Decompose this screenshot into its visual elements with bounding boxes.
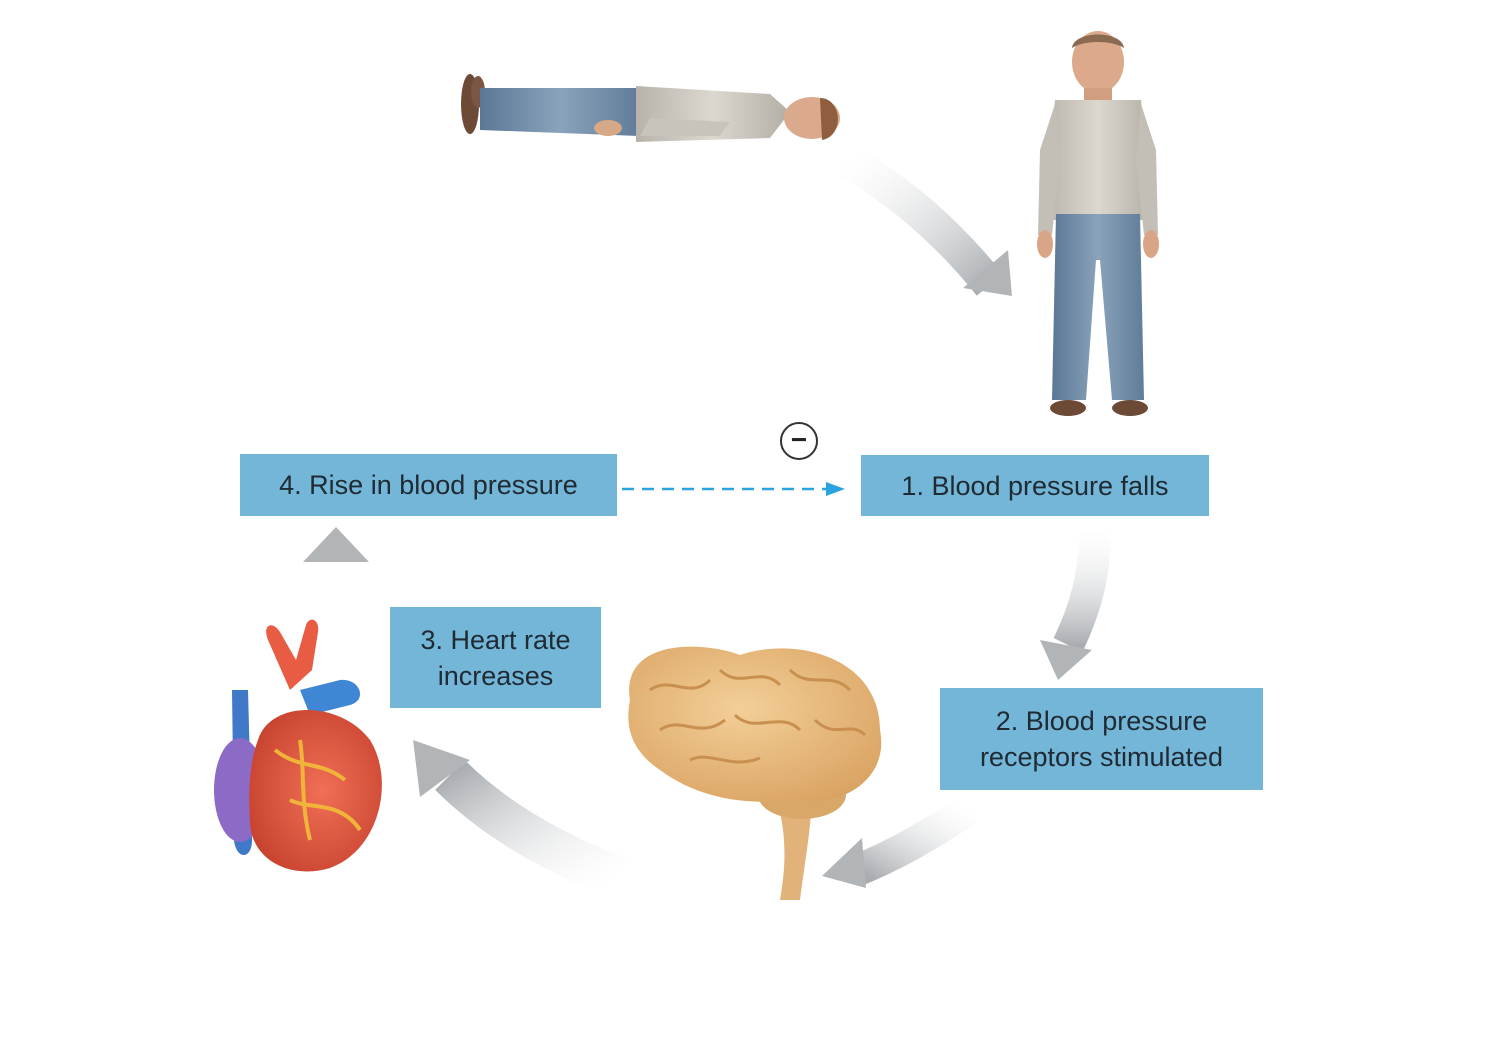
cycle-arrow-step2-to-brain	[822, 794, 979, 888]
lying-person-illustration	[461, 74, 840, 142]
step-4-line-1: 4. Rise in blood pressure	[279, 470, 578, 500]
feedback-arrow	[622, 482, 845, 496]
heart-illustration	[214, 619, 382, 872]
step-2-box: 2. Blood pressure receptors stimulated	[940, 688, 1263, 790]
step-2-line-1: 2. Blood pressure	[995, 706, 1208, 736]
negative-feedback-symbol	[780, 422, 818, 460]
step-3-line-2: increases	[437, 660, 554, 691]
step-2-line-2: receptors stimulated	[979, 742, 1224, 772]
negative-feedback-minus-label: −	[790, 424, 808, 455]
cycle-arrow-brain-to-heart	[413, 740, 628, 898]
step-1-line-1: 1. Blood pressure falls	[901, 470, 1169, 501]
brain-illustration	[628, 646, 882, 900]
cycle-arrow-lying-to-standing	[836, 145, 1012, 296]
cycle-arrow-heart-to-step4	[303, 527, 369, 605]
step-1-box: 1. Blood pressure falls	[861, 455, 1209, 516]
standing-person-illustration	[1037, 31, 1159, 416]
step-3-line-1: 3. Heart rate	[420, 624, 571, 655]
cycle-arrow-step1-to-step2	[1040, 529, 1111, 680]
step-3-box: 3. Heart rate increases	[390, 607, 601, 708]
step-4-box: 4. Rise in blood pressure	[240, 454, 617, 516]
